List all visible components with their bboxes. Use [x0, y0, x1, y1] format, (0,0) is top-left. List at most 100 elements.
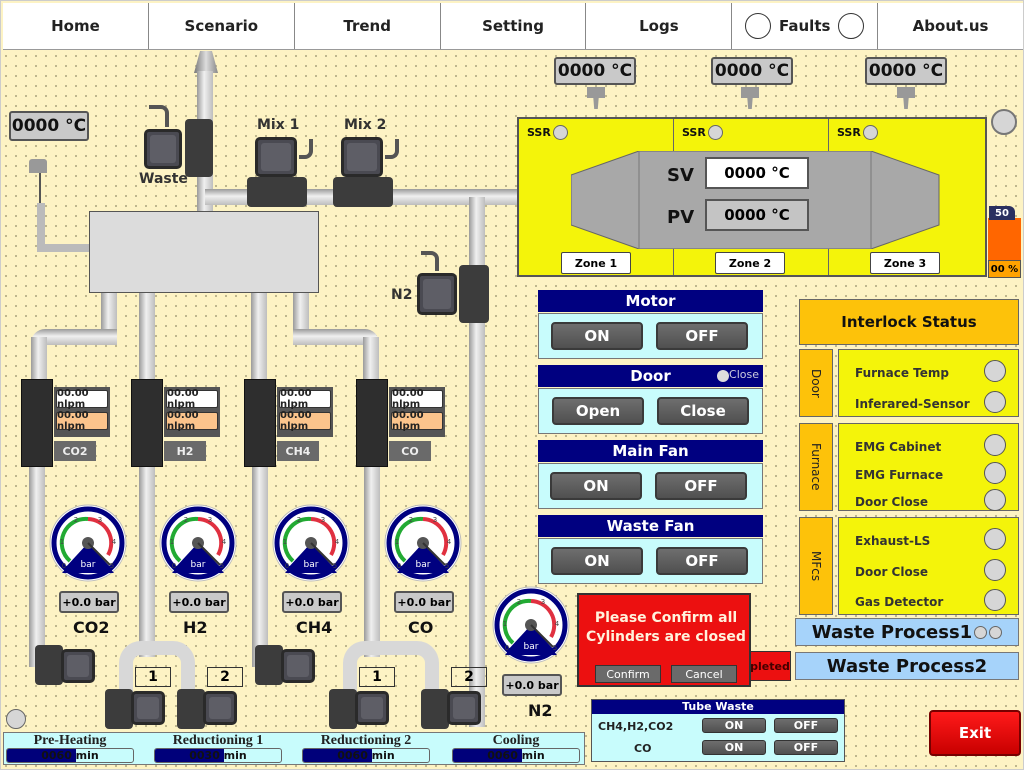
interlock-furnace-led-1 — [984, 461, 1006, 484]
gauge-co-tick-1: 1 — [395, 538, 399, 546]
main-fan-off-button[interactable]: OFF — [655, 472, 747, 500]
interlock-door-item-1: Inferared-Sensor — [855, 396, 970, 411]
zone3-button[interactable]: Zone 3 — [870, 252, 940, 274]
mfc-h2-setpoint[interactable]: 00.00 nlpm — [166, 388, 218, 410]
cylinder-valve-0[interactable] — [61, 649, 95, 683]
gauge-n2-tick-2: 2 — [517, 598, 521, 606]
stage-2-title: Reductioning 2 — [320, 733, 412, 748]
cylinder-pair-0-valve-1[interactable] — [203, 691, 237, 725]
gauge-n2-tick-3: 3 — [541, 598, 545, 606]
interlock-group-furnace-tab: Furnace — [799, 423, 833, 511]
sensor-line — [39, 173, 41, 203]
n2-valve[interactable] — [417, 273, 457, 315]
gauge-co2-tick-3: 3 — [98, 516, 102, 524]
stage-progress-bar: Pre-Heating 0060 min Reductioning 1 0030… — [3, 732, 585, 765]
zone2-button[interactable]: Zone 2 — [715, 252, 785, 274]
confirm-dialog: Please Confirm all Cylinders are closed … — [577, 593, 751, 687]
interlock-mfcs-item-2: Gas Detector — [855, 595, 944, 610]
gauge-h2-tick-0: 0 — [172, 562, 176, 570]
level-fill — [988, 217, 1021, 260]
waste-fan-off-button[interactable]: OFF — [656, 547, 748, 575]
waste-process1-button[interactable]: Waste Process1 — [795, 618, 1019, 646]
mfc-co-body — [356, 379, 388, 467]
motor-on-button[interactable]: ON — [551, 322, 643, 350]
stage-3-title: Cooling — [492, 733, 540, 748]
ambient-temp-display: 0000 °C — [9, 111, 89, 141]
mfc-co2-setpoint[interactable]: 00.00 nlpm — [56, 388, 108, 410]
stage-2-progress: 0060 min — [302, 748, 430, 763]
dialog-confirm-button[interactable]: Confirm — [595, 665, 661, 683]
waste-valve-body — [185, 119, 213, 177]
waste-process2-button[interactable]: Waste Process2 — [795, 652, 1019, 680]
mfc-co-setpoint[interactable]: 00.00 nlpm — [391, 388, 443, 410]
gauge-co-unit: bar — [416, 560, 431, 570]
cylinder-valve-body-1 — [255, 645, 283, 685]
mix2-fitting-icon — [385, 139, 399, 159]
mfc-co-outlet-pipe — [364, 467, 380, 657]
mfc-h2-tag: H2 — [164, 441, 206, 461]
nav-scenario[interactable]: Scenario — [149, 3, 295, 49]
stage-1-fill — [155, 749, 225, 762]
gauge-ch4-tick-4: 4 — [335, 538, 340, 546]
ssr-3-led — [862, 125, 878, 140]
nav-home-label: Home — [51, 17, 100, 35]
stage-3-value[interactable]: 0060 min — [487, 749, 545, 762]
gauge-ch4-tick-3: 3 — [321, 516, 325, 524]
dialog-cancel-button[interactable]: Cancel — [671, 665, 737, 683]
mix2-label: Mix 2 — [344, 117, 387, 133]
stage-0-value[interactable]: 0060 min — [41, 749, 99, 762]
mfc-co-readouts: 00.00 nlpm 00.00 nlpm — [389, 387, 445, 437]
mfc-h2-readouts: 00.00 nlpm 00.00 nlpm — [164, 387, 220, 437]
waste-valve-fitting-icon — [149, 105, 169, 127]
mfc-ch4-setpoint[interactable]: 00.00 nlpm — [279, 388, 331, 410]
h2-feed-pipe — [139, 293, 155, 381]
nav-setting-label: Setting — [482, 17, 544, 35]
gas-manifold — [89, 211, 319, 293]
nav-setting[interactable]: Setting — [441, 3, 587, 49]
stage-2-value[interactable]: 0060 min — [337, 749, 395, 762]
nav-faults-label: Faults — [779, 17, 831, 35]
tube-waste-row2-label: CO — [634, 742, 652, 755]
mfc-ch4-tag: CH4 — [277, 441, 319, 461]
gauge-n2-tick-4: 4 — [555, 620, 560, 628]
interlock-mfcs-item-0: Exhaust-LS — [855, 534, 931, 548]
tube-waste-row1-off-button[interactable]: OFF — [774, 718, 838, 733]
motor-off-button[interactable]: OFF — [656, 322, 748, 350]
mix1-valve-body — [247, 177, 307, 207]
waste-fan-on-button[interactable]: ON — [551, 547, 643, 575]
gauge-co-tick-2: 2 — [409, 516, 413, 524]
ssr-2-label: SSR — [682, 126, 706, 139]
gas-n2-label: N2 — [528, 701, 553, 720]
gauge-co2-tick-1: 1 — [60, 538, 64, 546]
nav-home[interactable]: Home — [3, 3, 149, 49]
stage-1-value[interactable]: 0030 min — [189, 749, 247, 762]
mix2-valve[interactable] — [341, 137, 383, 177]
nav-trend[interactable]: Trend — [295, 3, 441, 49]
nav-faults[interactable]: Faults — [732, 3, 879, 49]
mix1-valve[interactable] — [255, 137, 297, 177]
n2-valve-body — [459, 265, 489, 323]
top-nav: Home Scenario Trend Setting Logs Faults … — [3, 3, 1023, 50]
tube-waste-row1-on-button[interactable]: ON — [702, 718, 766, 733]
gauge-h2-unit: bar — [191, 560, 206, 570]
stage-3-fill — [453, 749, 523, 762]
door-open-button[interactable]: Open — [552, 397, 644, 425]
nav-about[interactable]: About.us — [878, 3, 1023, 49]
waste-valve[interactable] — [144, 129, 182, 169]
mfc-co2-actual: 00.00 nlpm — [56, 410, 108, 432]
cylinder-pair-1-valve-1[interactable] — [447, 691, 481, 725]
door-close-button[interactable]: Close — [657, 397, 749, 425]
exit-button[interactable]: Exit — [929, 710, 1021, 756]
mix1-fitting-icon — [299, 139, 313, 159]
main-fan-on-button[interactable]: ON — [550, 472, 642, 500]
mix1-label: Mix 1 — [257, 117, 300, 133]
cylinder-pair-0-valve-0[interactable] — [131, 691, 165, 725]
sv-input[interactable]: 0000 °C — [705, 157, 809, 189]
zone1-button[interactable]: Zone 1 — [561, 252, 631, 274]
cylinder-pair-1-valve-0[interactable] — [355, 691, 389, 725]
tube-waste-row2-off-button[interactable]: OFF — [774, 740, 838, 755]
tube-waste-row2-on-button[interactable]: ON — [702, 740, 766, 755]
nav-logs[interactable]: Logs — [586, 3, 733, 49]
cylinder-valve-1[interactable] — [281, 649, 315, 683]
zone3-thermocouple-icon — [897, 87, 915, 109]
